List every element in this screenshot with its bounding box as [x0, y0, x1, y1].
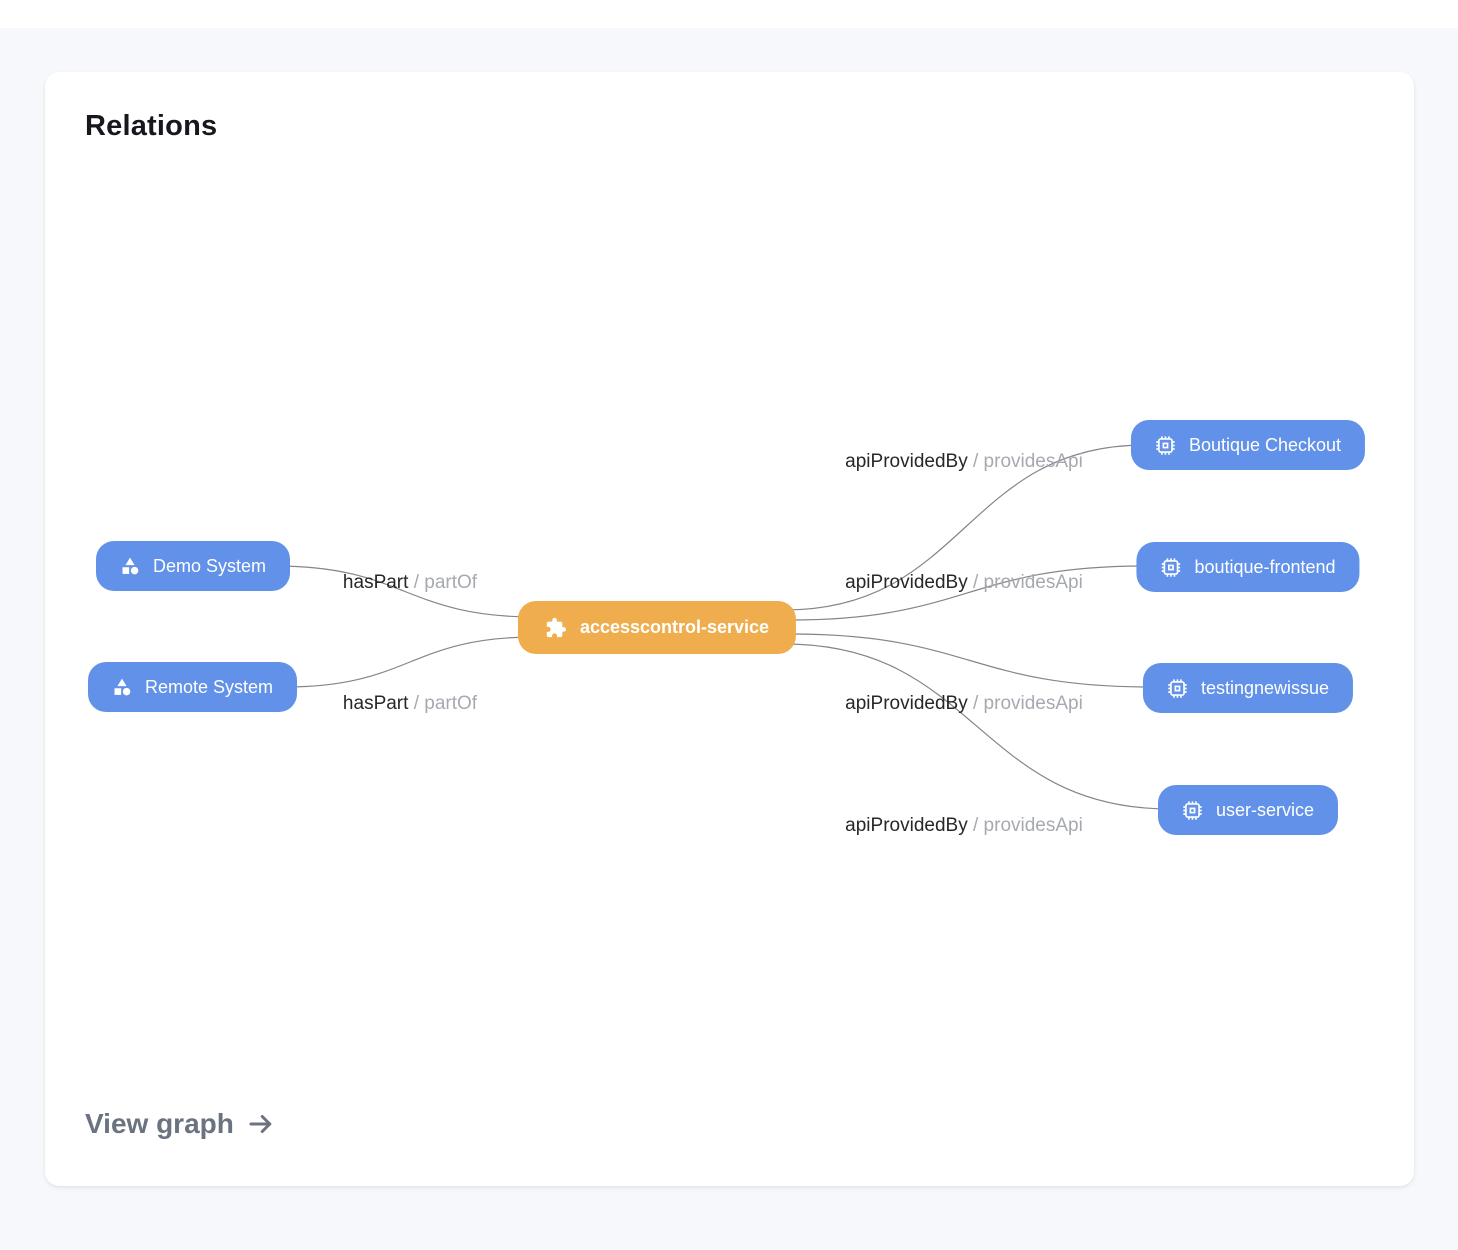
relation-inverse: providesApi [983, 815, 1083, 836]
api-icon [1155, 435, 1176, 456]
node-label: accesscontrol-service [579, 617, 770, 637]
node-label: boutique-frontend [1194, 556, 1336, 577]
relations-card: Relations hasPart / partOf hasPart / par… [45, 72, 1414, 1186]
edge-label-apiprovidedby-3: apiProvidedBy / providesApi [845, 693, 1083, 715]
edge-label-apiprovidedby-4: apiProvidedBy / providesApi [845, 815, 1083, 837]
node-label: Remote System [145, 676, 274, 697]
relation-inverse: providesApi [983, 451, 1083, 472]
relation-name: apiProvidedBy [845, 451, 968, 472]
node-remote-system[interactable]: Remote System [88, 662, 298, 712]
relation-name: apiProvidedBy [845, 815, 968, 836]
edge-label-apiprovidedby-2: apiProvidedBy / providesApi [845, 572, 1083, 594]
relation-separator: / [972, 693, 979, 714]
relation-inverse: providesApi [983, 693, 1083, 714]
node-boutique-frontend[interactable]: boutique-frontend [1136, 542, 1360, 592]
page-title: Relations [85, 110, 218, 142]
node-label: Boutique Checkout [1188, 434, 1342, 455]
edge-label-apiprovidedby-1: apiProvidedBy / providesApi [845, 451, 1083, 473]
relation-name: hasPart [342, 572, 409, 593]
node-boutique-checkout[interactable]: Boutique Checkout [1130, 420, 1366, 470]
relation-name: hasPart [342, 693, 409, 714]
api-icon [1167, 678, 1188, 699]
view-graph-label: View graph [85, 1108, 234, 1139]
node-demo-system[interactable]: Demo System [96, 541, 291, 591]
view-graph-link[interactable]: View graph [85, 1108, 276, 1140]
relation-name: apiProvidedBy [845, 572, 968, 593]
node-user-service[interactable]: user-service [1157, 785, 1339, 835]
relation-separator: / [972, 451, 979, 472]
edge-label-haspart-1: hasPart / partOf [343, 572, 477, 594]
system-icon [120, 556, 140, 576]
node-label: user-service [1215, 799, 1315, 820]
relations-graph: hasPart / partOf hasPart / partOf apiPro… [45, 72, 1414, 1186]
relation-edge [284, 636, 536, 688]
api-icon [1182, 800, 1203, 821]
relation-inverse: partOf [424, 693, 478, 714]
system-icon [112, 677, 132, 697]
relation-edge [789, 633, 1151, 688]
api-icon [1160, 557, 1181, 578]
node-accesscontrol-service[interactable]: accesscontrol-service [517, 601, 797, 654]
relation-name: apiProvidedBy [845, 693, 968, 714]
node-testingnewissue[interactable]: testingnewissue [1142, 663, 1354, 713]
relation-inverse: providesApi [983, 572, 1083, 593]
relation-edge [784, 643, 1171, 810]
puzzle-icon [545, 617, 567, 639]
node-label: testingnewissue [1200, 677, 1330, 698]
top-strip [0, 0, 1458, 28]
relation-separator: / [972, 572, 979, 593]
edge-label-haspart-2: hasPart / partOf [343, 693, 477, 715]
relation-separator: / [413, 693, 419, 714]
node-label: Demo System [153, 555, 267, 576]
relation-inverse: partOf [424, 572, 478, 593]
relation-separator: / [972, 815, 979, 836]
arrow-right-icon [246, 1109, 276, 1139]
relation-separator: / [413, 572, 419, 593]
